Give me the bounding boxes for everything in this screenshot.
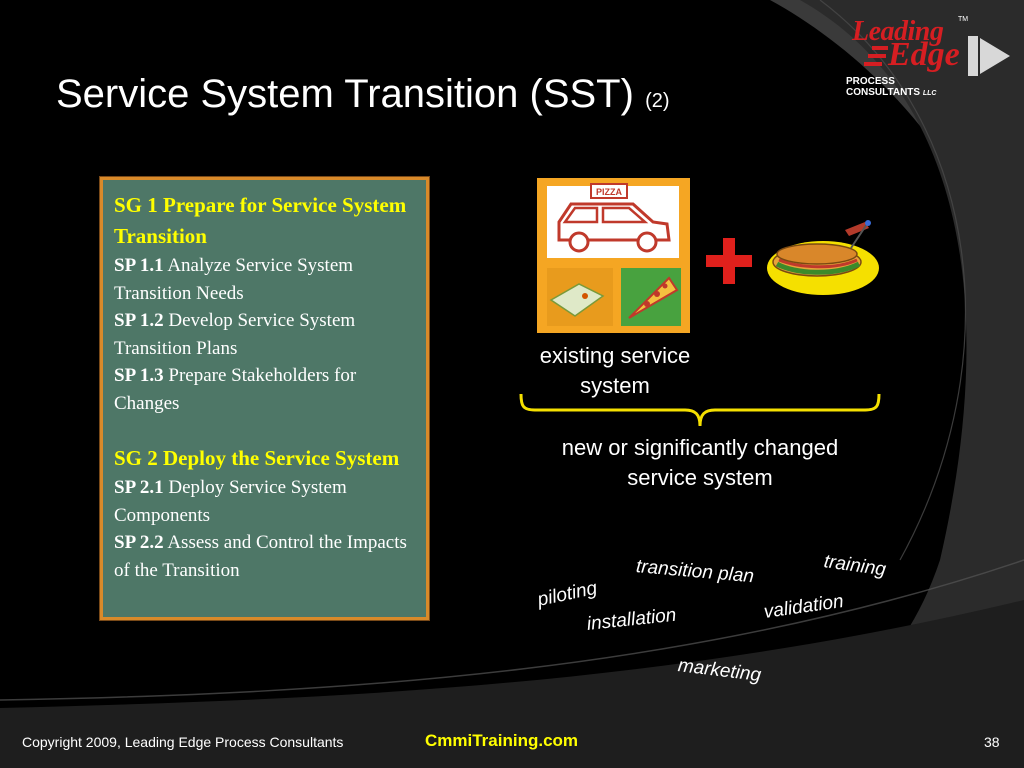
- practice-sp2-2: SP 2.2 Assess and Control the Impacts of…: [114, 529, 412, 584]
- practice-text: Develop Service System Transition Plans: [114, 310, 356, 359]
- practice-id: SP 1.2: [114, 310, 164, 331]
- footer-copyright: Copyright 2009, Leading Edge Process Con…: [22, 734, 344, 750]
- practice-sp2-1: SP 2.1 Deploy Service System Components: [114, 474, 412, 529]
- plus-icon: [706, 238, 752, 284]
- existing-service-caption: existing service system: [539, 343, 691, 398]
- practice-text: Prepare Stakeholders for Changes: [114, 365, 357, 414]
- practice-sp1-1: SP 1.1 Analyze Service System Transition…: [114, 252, 412, 307]
- logo-sub-consultants-row: CONSULTANTS LLC: [846, 87, 936, 99]
- practice-text: Analyze Service System Transition Needs: [114, 255, 354, 304]
- logo-word-leading: Leading: [852, 16, 944, 47]
- sandwich-image: [767, 220, 879, 295]
- slide-number: 38: [984, 734, 1000, 750]
- curly-brace-icon: [519, 393, 881, 427]
- pizza-delivery-image: PIZZA: [537, 178, 690, 333]
- specific-goals-box: SG 1 Prepare for Service System Transiti…: [99, 176, 430, 621]
- slide-title: Service System Transition (SST) (2): [56, 72, 670, 117]
- logo-trademark: TM: [958, 16, 969, 23]
- practice-id: SP 2.2: [114, 532, 164, 553]
- practice-text: Deploy Service System Components: [114, 477, 347, 526]
- logo-word-edge: Edge: [888, 36, 960, 73]
- practice-id: SP 1.1: [114, 255, 164, 276]
- slide-title-text: Service System Transition (SST): [56, 72, 634, 116]
- goal-heading-sg1: SG 1 Prepare for Service System Transiti…: [114, 193, 407, 248]
- logo-subtitle: PROCESS CONSULTANTS LLC: [846, 76, 936, 99]
- logo-llc: LLC: [922, 90, 937, 97]
- practice-text: Assess and Control the Impacts of the Tr…: [114, 532, 407, 581]
- new-service-caption: new or significantly changed service sys…: [561, 435, 839, 490]
- footer-site-link[interactable]: CmmiTraining.com: [425, 731, 579, 750]
- practice-id: SP 2.1: [114, 477, 164, 498]
- practice-id: SP 1.3: [114, 365, 164, 386]
- pizza-sign-text: PIZZA: [596, 187, 622, 197]
- logo-sub-process: PROCESS: [846, 76, 895, 87]
- logo-sub-consultants: CONSULTANTS: [846, 87, 921, 98]
- practice-sp1-3: SP 1.3 Prepare Stakeholders for Changes: [114, 362, 412, 417]
- slide-title-suffix: (2): [645, 90, 670, 112]
- goal-heading-sg2: SG 2 Deploy the Service System: [114, 446, 400, 470]
- practice-sp1-2: SP 1.2 Develop Service System Transition…: [114, 307, 412, 362]
- logo-arrow-icon: [864, 36, 1010, 76]
- goal-spacer: [114, 417, 412, 443]
- company-logo: Leading TM Edge PROCESS CONSULTANTS LLC: [838, 12, 1014, 104]
